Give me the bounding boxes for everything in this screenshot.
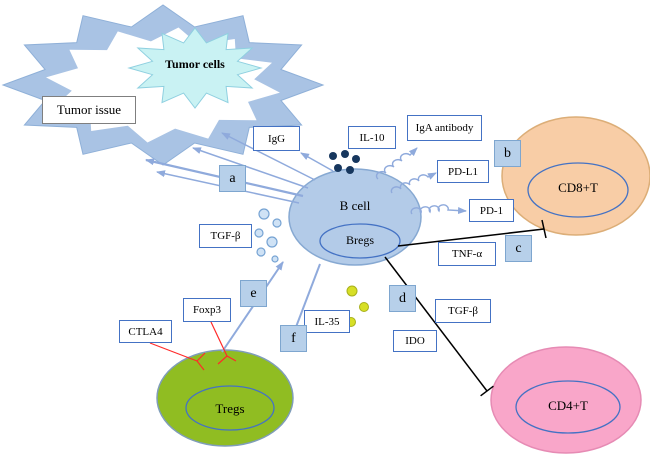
cd8-t-cell-ellipse <box>501 116 650 236</box>
cd4-t-inner-ellipse <box>515 380 621 434</box>
cd8-t-label: CD8+T <box>558 180 598 195</box>
inhibition-bar-cd8 <box>541 219 547 239</box>
label-igg: IgG <box>253 126 300 151</box>
inhibition-bar-cd4 <box>480 385 494 397</box>
marker-a: a <box>219 165 246 192</box>
inhibition-line-cd4 <box>384 256 488 392</box>
marker-f: f <box>280 325 307 352</box>
il35-dots <box>346 285 369 327</box>
label-ido: IDO <box>393 330 437 352</box>
b-cell-ellipse <box>288 168 422 266</box>
marker-b: b <box>494 140 521 167</box>
label-iga-antibody: IgA antibody <box>407 115 482 141</box>
tregs-cell-ellipse <box>156 349 294 447</box>
secretion-coil-arrow-iga <box>375 147 418 180</box>
marker-d: d <box>389 285 416 312</box>
label-tgf-beta-left: TGF-β <box>199 224 252 248</box>
bregs-inner-ellipse <box>319 223 401 259</box>
tumor-issue-label: Tumor issue <box>42 96 136 124</box>
tgfb-bubbles <box>254 208 282 263</box>
label-pd-1: PD-1 <box>469 199 514 222</box>
secretion-coil-arrow-pd1 <box>410 204 467 215</box>
cd4-t-label: CD4+T <box>548 398 588 413</box>
tregs-label: Tregs <box>215 401 245 416</box>
cd8-t-inner-ellipse <box>527 162 629 218</box>
label-il10: IL-10 <box>348 126 396 149</box>
tumor-cells-label: Tumor cells <box>165 57 225 71</box>
bregs-label: Bregs <box>346 233 374 247</box>
label-il35: IL-35 <box>304 310 350 333</box>
tumor-cells-starburst <box>127 27 263 109</box>
tregs-inner-ellipse <box>185 385 275 431</box>
red-link-foxp3 <box>210 321 237 365</box>
secretion-coil-arrow-pdl1 <box>390 172 437 194</box>
label-ctla4: CTLA4 <box>119 320 172 343</box>
marker-e: e <box>240 280 267 307</box>
il10-dots <box>329 150 360 174</box>
arrow-tregs-to-bcell <box>221 261 284 353</box>
label-tnf-alpha: TNF-α <box>438 242 496 266</box>
arrow-bcell-to-tumor-3 <box>221 132 316 181</box>
red-link-ctla4 <box>149 342 206 371</box>
arrow-bcell-to-tumor-2 <box>192 147 309 189</box>
marker-c: c <box>505 235 532 262</box>
label-foxp3: Foxp3 <box>183 298 231 322</box>
arrow-bcell-to-igg <box>300 152 334 172</box>
b-cell-label: B cell <box>339 198 371 213</box>
label-tgf-beta-right: TGF-β <box>435 299 491 323</box>
inhibition-line-cd8 <box>397 228 545 247</box>
label-pd-l1: PD-L1 <box>437 160 489 183</box>
